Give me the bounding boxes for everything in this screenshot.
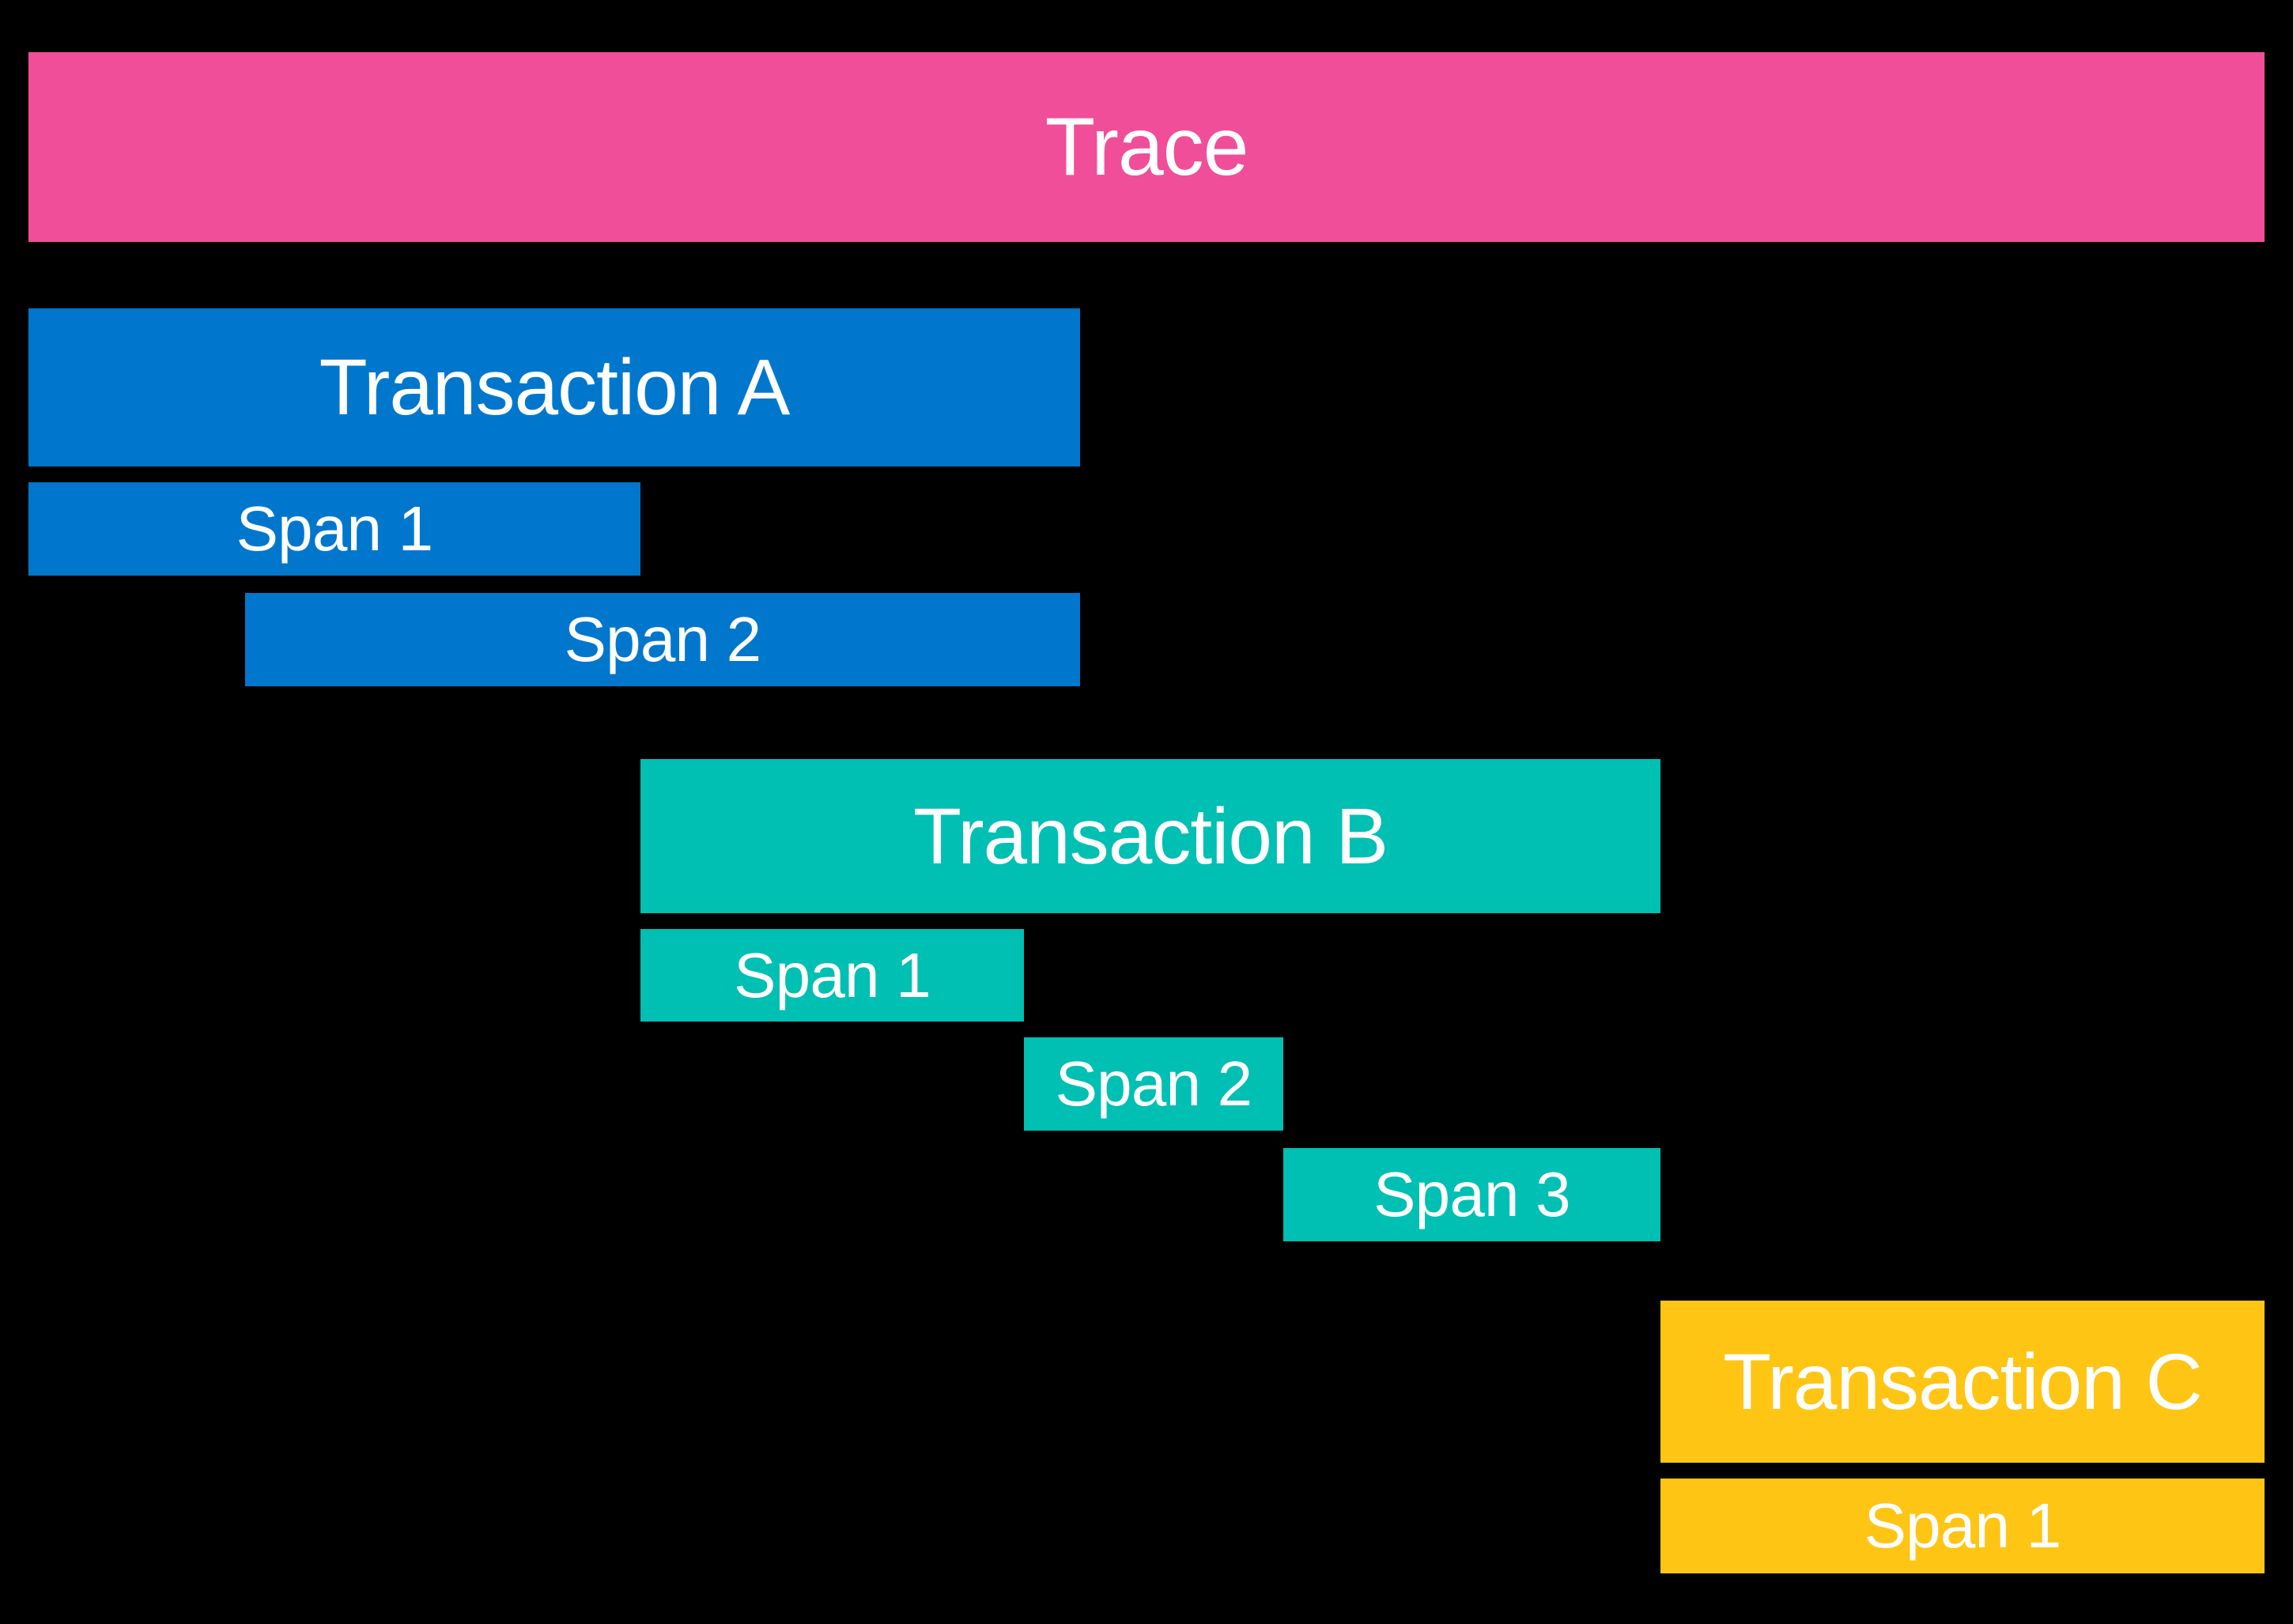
- transaction-a-bar: Transaction A: [28, 308, 1080, 466]
- transaction-c-span-1-bar: Span 1: [1660, 1479, 2265, 1573]
- transaction-c-span-1-label: Span 1: [1864, 1490, 2062, 1561]
- transaction-a-span-2-bar: Span 2: [245, 593, 1080, 686]
- transaction-b-span-1-bar: Span 1: [640, 929, 1024, 1022]
- transaction-b-span-2-label: Span 2: [1055, 1048, 1253, 1119]
- transaction-a-label: Transaction A: [319, 343, 791, 432]
- transaction-a-span-2-label: Span 2: [564, 604, 762, 674]
- transaction-c-label: Transaction C: [1723, 1337, 2203, 1426]
- transaction-c-bar: Transaction C: [1660, 1301, 2265, 1463]
- trace-bar: Trace: [28, 52, 2265, 242]
- transaction-b-span-3-label: Span 3: [1373, 1159, 1571, 1229]
- transaction-a-span-1-bar: Span 1: [28, 482, 640, 576]
- transaction-b-span-2-bar: Span 2: [1024, 1037, 1283, 1131]
- trace-label: Trace: [1045, 101, 1249, 193]
- transaction-b-span-3-bar: Span 3: [1283, 1148, 1660, 1241]
- transaction-a-span-1-label: Span 1: [236, 493, 434, 564]
- transaction-b-span-1-label: Span 1: [734, 939, 931, 1010]
- transaction-b-bar: Transaction B: [640, 759, 1660, 913]
- transaction-b-label: Transaction B: [912, 791, 1388, 881]
